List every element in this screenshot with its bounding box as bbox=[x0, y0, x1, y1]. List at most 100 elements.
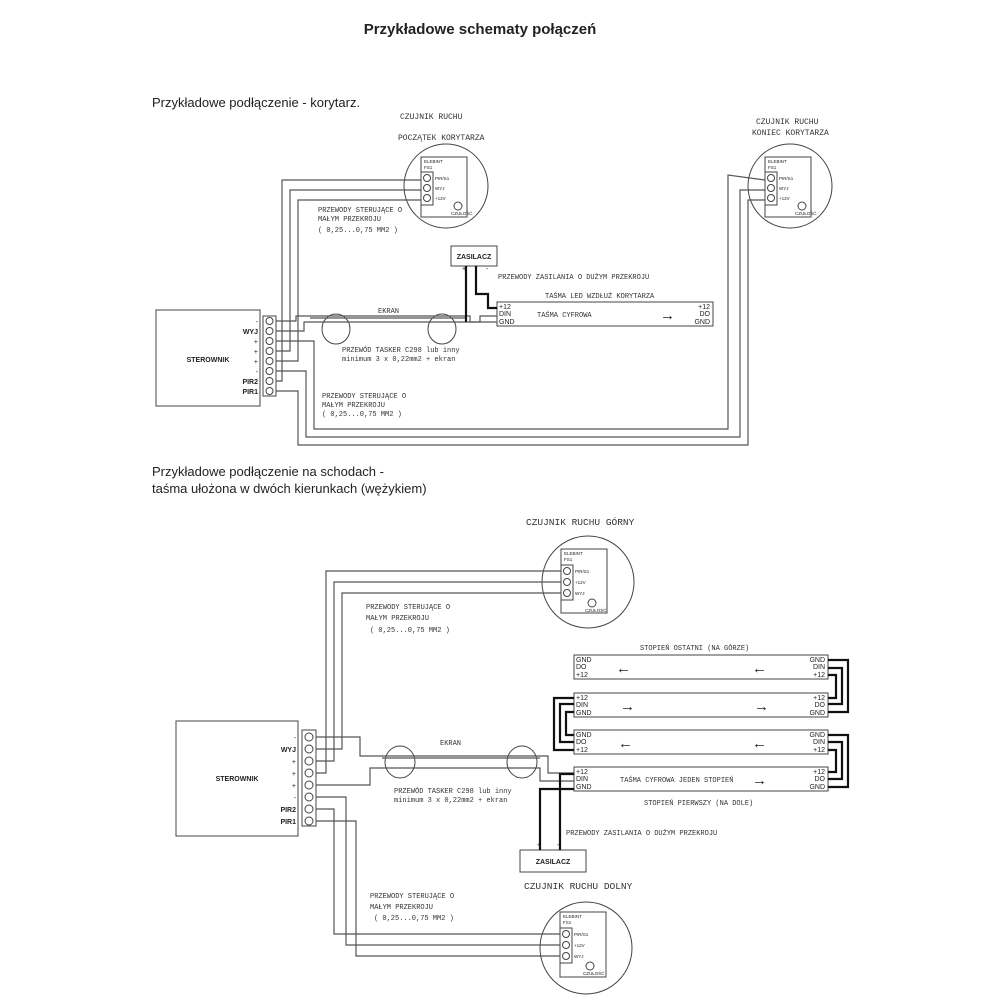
pin-12-label: +12 bbox=[576, 695, 588, 702]
section2-heading-2: taśma ułożona w dwóch kierunkach (wężyki… bbox=[152, 481, 427, 496]
sensitivity-knob-icon bbox=[587, 598, 597, 608]
s2-controller-label: STEROWNIK bbox=[216, 776, 259, 783]
pin-12-label: +12 bbox=[813, 747, 825, 754]
pin-do-label: DO bbox=[815, 776, 826, 783]
s1-control-wires-top-1: PRZEWODY STERUJĄCE O bbox=[318, 207, 402, 215]
s1-control-wires-top-3: ( 0,25...0,75 MM2 ) bbox=[318, 227, 398, 235]
pin-do-label: DO bbox=[576, 664, 587, 671]
s2-controller-box bbox=[175, 720, 299, 837]
terminal-screw bbox=[423, 174, 431, 182]
pin-gnd-label: GND bbox=[809, 784, 825, 791]
sensitivity-knob-icon bbox=[585, 961, 595, 971]
s1-controller-box bbox=[155, 309, 261, 407]
pin-12v-label: +12V bbox=[575, 580, 586, 585]
pin-12-label: +12 bbox=[813, 769, 825, 776]
s2-terminal-screws bbox=[304, 732, 314, 826]
s1-terminal-screws bbox=[265, 317, 274, 395]
s2-cable-1: PRZEWÓD TASKER C298 lub inny bbox=[394, 786, 512, 796]
s1-psu-label: ZASILACZ bbox=[457, 254, 492, 261]
sensor-end-title-1: CZUJNIK RUCHU bbox=[756, 118, 819, 127]
term-wyj: WYJ bbox=[281, 747, 296, 754]
arrow-left-icon: ← bbox=[618, 735, 633, 752]
s2-step-jumpers bbox=[552, 658, 850, 789]
module-brand: ELEBINT bbox=[563, 914, 582, 919]
s2-screen-label: EKRAN bbox=[440, 740, 461, 748]
s2-control-wires-top-2: MAŁYM PRZEKROJU bbox=[366, 615, 429, 623]
pin-12-label: +12 bbox=[813, 672, 825, 679]
led-strip-step bbox=[573, 729, 829, 755]
module-brand: ELEBINT bbox=[564, 551, 583, 556]
term-plus: + bbox=[254, 359, 258, 366]
s2-controller-terminals bbox=[301, 729, 317, 827]
pin-din-label: DIN bbox=[576, 776, 588, 783]
s2-step-3: +12 DIN GND → → +12 DO GND bbox=[573, 692, 829, 718]
pin-gnd-label: GND bbox=[694, 319, 710, 326]
pin-12v-label: +12V bbox=[574, 943, 585, 948]
s1-cable-2: minimum 3 x 0,22mm2 + ekran bbox=[342, 356, 455, 364]
sensitivity-knob-icon bbox=[453, 201, 463, 211]
pin-pir-label: PIR/S1 bbox=[574, 932, 589, 937]
pin-gnd-label: GND bbox=[576, 710, 592, 717]
s1-control-wires-bottom-3: ( 0,25...0,75 MM2 ) bbox=[322, 411, 402, 419]
terminal-screw bbox=[423, 184, 431, 192]
pin-wyj-label: WYJ bbox=[574, 954, 584, 959]
arrow-left-icon: ← bbox=[752, 660, 767, 677]
term-plus: + bbox=[254, 349, 258, 356]
s2-cable-2: minimum 3 x 0,22mm2 + ekran bbox=[394, 797, 507, 805]
pin-12-label: +12 bbox=[813, 695, 825, 702]
pin-do-label: DO bbox=[576, 739, 587, 746]
term-pir1: PIR1 bbox=[280, 819, 296, 826]
arrow-left-icon: ← bbox=[616, 660, 631, 677]
module-brand: ELEBINT bbox=[424, 159, 443, 164]
s1-controller-terminals bbox=[262, 315, 277, 397]
s2-psu-label: ZASILACZ bbox=[536, 859, 571, 866]
pin-pir-label: PIR/S1 bbox=[575, 569, 590, 574]
section1-heading: Przykładowe podłączenie - korytarz. bbox=[152, 95, 360, 110]
knob-label: CZUŁOŚĆ bbox=[585, 606, 607, 613]
term-plus: + bbox=[254, 339, 258, 346]
pin-gnd-label: GND bbox=[809, 710, 825, 717]
s2-control-wires-bottom-3: ( 0,25...0,75 MM2 ) bbox=[374, 915, 454, 923]
module-brand: ELEBINT bbox=[768, 159, 787, 164]
module-model: FS1 bbox=[564, 557, 573, 562]
term-minus: - bbox=[294, 735, 297, 742]
knob-label: CZUŁOŚĆ bbox=[583, 969, 605, 976]
page-title: Przykładowe schematy połączeń bbox=[364, 21, 597, 38]
s1-strip-caption: TAŚMA LED WZDŁUŻ KORYTARZA bbox=[545, 291, 655, 301]
terminal-screw bbox=[767, 174, 775, 182]
led-strip-step bbox=[573, 766, 829, 792]
module-model: FS1 bbox=[563, 920, 572, 925]
pin-gnd-label: GND bbox=[576, 732, 592, 739]
s2-control-wires-top-1: PRZEWODY STERUJĄCE O bbox=[366, 604, 450, 612]
term-pir2: PIR2 bbox=[242, 379, 258, 386]
s2-step-2: GND DO +12 ← ← GND DIN +12 bbox=[573, 729, 829, 755]
sensor-start: CZUJNIK RUCHU POCZĄTEK KORYTARZA ELEBINT… bbox=[398, 113, 489, 229]
pin-12-label: +12 bbox=[499, 304, 511, 311]
pin-gnd-label: GND bbox=[576, 784, 592, 791]
s1-led-strip bbox=[496, 301, 714, 327]
sensor-start-title-1: CZUJNIK RUCHU bbox=[400, 113, 463, 122]
pin-gnd-label: GND bbox=[576, 657, 592, 664]
s1-cable-1: PRZEWÓD TASKER C298 lub inny bbox=[342, 345, 460, 355]
pin-pir-label: PIR/S1 bbox=[779, 176, 794, 181]
pin-din-label: DIN bbox=[576, 702, 588, 709]
terminal-screw bbox=[767, 184, 775, 192]
led-strip-step bbox=[573, 692, 829, 718]
module-model: FS1 bbox=[424, 165, 433, 170]
s2-step-1: +12 DIN GND TAŚMA CYFROWA JEDEN STOPIEŃ … bbox=[573, 766, 829, 792]
s1-strip-label: TAŚMA CYFROWA bbox=[537, 310, 592, 320]
term-plus: + bbox=[292, 783, 296, 790]
pin-12-label: +12 bbox=[576, 769, 588, 776]
s1-psu-minus: - bbox=[486, 266, 489, 273]
term-wyj: WYJ bbox=[243, 329, 258, 336]
knob-label: CZUŁOŚĆ bbox=[451, 209, 473, 216]
s2-wires bbox=[316, 570, 574, 957]
module-model: FS1 bbox=[768, 165, 777, 170]
s1-psu-wires-label: PRZEWODY ZASILANIA O DUŻYM PRZEKROJU bbox=[498, 273, 649, 282]
pin-12v-label: +12V bbox=[435, 196, 446, 201]
term-plus: + bbox=[292, 771, 296, 778]
s2-strip-label: TAŚMA CYFROWA JEDEN STOPIEŃ bbox=[620, 775, 733, 785]
s2-step-4: GND DO +12 ← ← GND DIN +12 bbox=[573, 654, 829, 680]
sensor-bottom: CZUJNIK RUCHU DOLNY PRZEWODY STERUJĄCE O… bbox=[370, 881, 633, 995]
